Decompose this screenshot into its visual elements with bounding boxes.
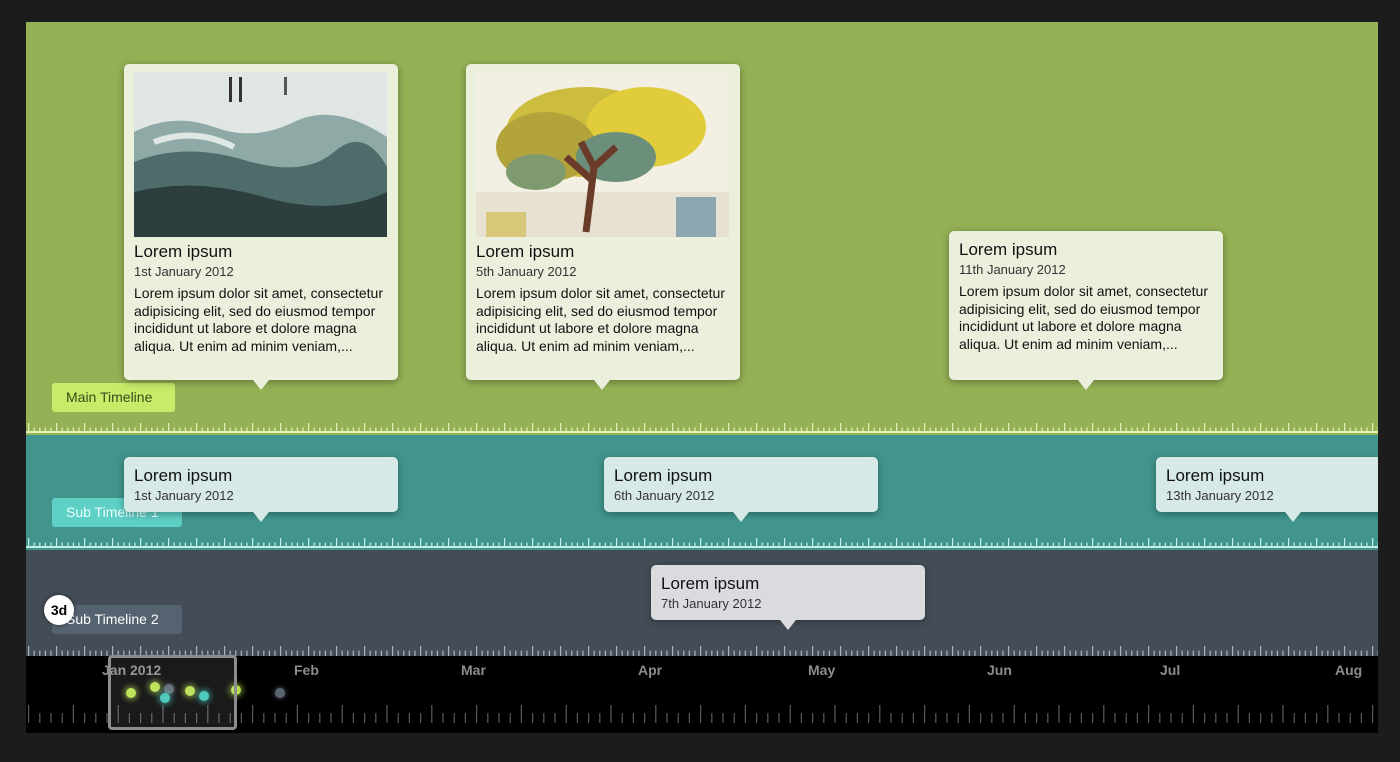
event-title: Lorem ipsum [134, 242, 233, 261]
navigator-month-label: May [808, 662, 836, 678]
sub-timeline-1-ticks [26, 538, 1378, 548]
card-pointer [253, 380, 269, 390]
navigator-range-handle[interactable] [108, 655, 237, 730]
main-event-card[interactable]: Lorem ipsum 1st January 2012 Lorem ipsum… [124, 64, 398, 390]
event-date: 13th January 2012 [1166, 488, 1274, 503]
event-title: Lorem ipsum [134, 466, 233, 485]
navigator-month-label: Apr [638, 662, 663, 678]
card-pointer [594, 380, 610, 390]
main-timeline-ticks [26, 423, 1378, 433]
navigator-event-dot [160, 693, 170, 703]
navigator-event-dot [275, 688, 285, 698]
card-pointer [733, 512, 749, 522]
navigator-month-label: Aug [1335, 662, 1363, 678]
main-event-card[interactable]: Lorem ipsum 5th January 2012 Lorem ipsum… [466, 64, 740, 390]
tree-painting-image [476, 72, 729, 237]
event-title: Lorem ipsum [1166, 466, 1265, 485]
card-pointer [780, 620, 796, 630]
sub1-event-card[interactable]: Lorem ipsum 6th January 2012 [604, 457, 878, 522]
zoom-level-badge[interactable]: 3d [44, 595, 74, 625]
event-description: Lorem ipsum dolor sit amet, consectetur … [476, 285, 725, 354]
navigator-month-label: Jan 2012 [102, 662, 162, 678]
event-title: Lorem ipsum [476, 242, 575, 261]
event-date: 5th January 2012 [476, 264, 577, 279]
navigator-event-dot [150, 682, 160, 692]
navigator-month-label: Mar [461, 662, 486, 678]
event-date: 1st January 2012 [134, 264, 234, 279]
navigator-event-dot [164, 684, 174, 694]
event-title: Lorem ipsum [661, 574, 760, 593]
event-date: 7th January 2012 [661, 596, 762, 611]
landscape-painting-image [134, 72, 387, 237]
card-pointer [1285, 512, 1301, 522]
navigator-month-label: Feb [294, 662, 319, 678]
sub1-event-card[interactable]: Lorem ipsum 1st January 2012 [124, 457, 398, 522]
navigator-ticks [26, 705, 1378, 723]
main-timeline-label: Main Timeline [52, 383, 175, 412]
sub2-event-card[interactable]: Lorem ipsum 7th January 2012 [651, 565, 925, 630]
event-description: Lorem ipsum dolor sit amet, consectetur … [134, 285, 383, 354]
card-pointer [253, 512, 269, 522]
navigator-event-dot [126, 688, 136, 698]
main-event-card[interactable]: Lorem ipsum 11th January 2012 Lorem ipsu… [949, 231, 1223, 390]
navigator-band[interactable] [26, 656, 1378, 733]
event-date: 1st January 2012 [134, 488, 234, 503]
timeline-stage: Main Timeline Sub Timeline 1 Sub Timelin… [26, 22, 1378, 733]
navigator-event-dot [199, 691, 209, 701]
navigator-month-label: Jul [1160, 662, 1181, 678]
navigator-month-label: Jun [987, 662, 1012, 678]
navigator-event-dot [185, 686, 195, 696]
event-title: Lorem ipsum [614, 466, 713, 485]
sub-timeline-2-ticks [26, 646, 1378, 656]
event-date: 11th January 2012 [959, 262, 1066, 277]
sub1-event-card[interactable]: Lorem ipsum 13th January 2012 [1156, 457, 1378, 522]
event-date: 6th January 2012 [614, 488, 715, 503]
event-title: Lorem ipsum [959, 240, 1058, 259]
card-pointer [1078, 380, 1094, 390]
event-description: Lorem ipsum dolor sit amet, consectetur … [959, 283, 1208, 352]
